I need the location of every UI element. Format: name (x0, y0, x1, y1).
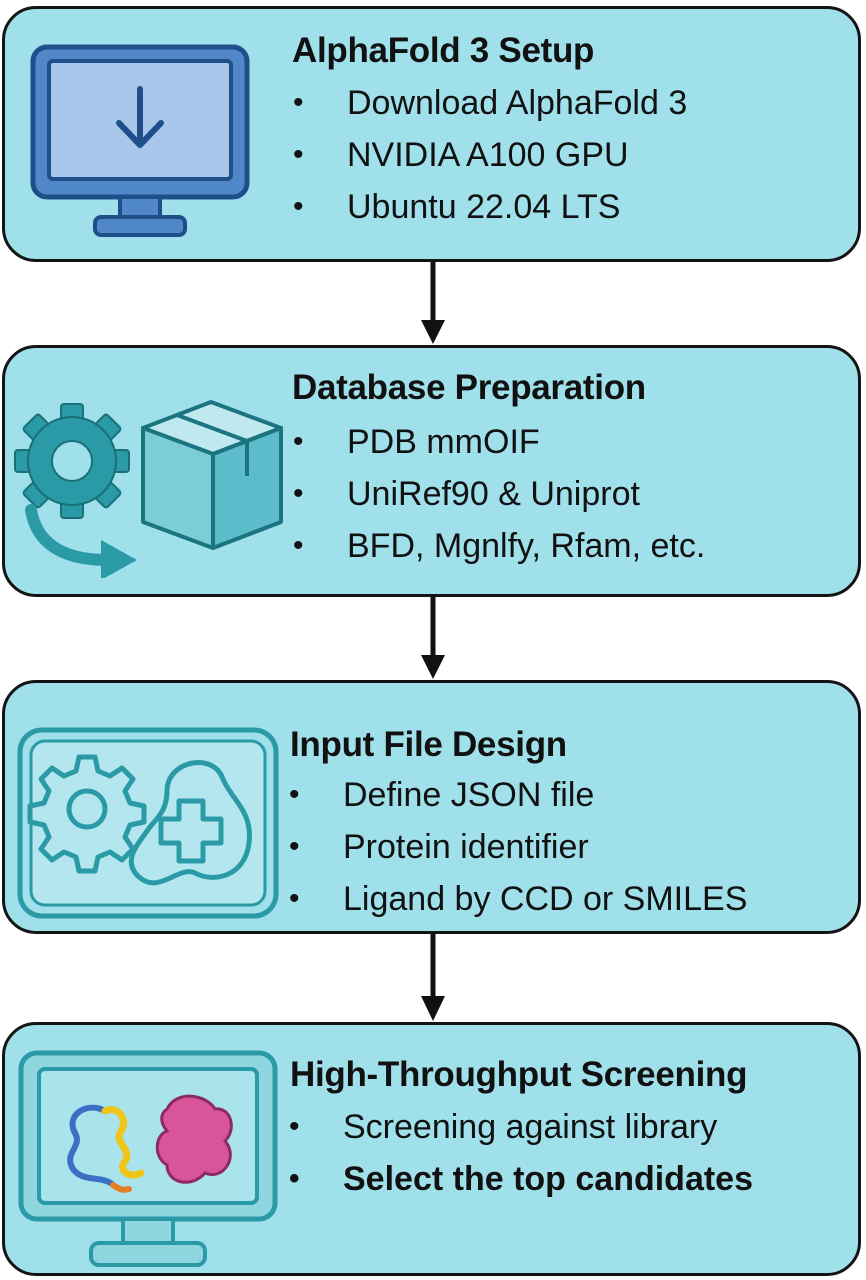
list-item: Ubuntu 22.04 LTS (293, 181, 687, 233)
stage-title: Database Preparation (292, 368, 646, 407)
bullet-list: Screening against library Select the top… (289, 1101, 753, 1205)
stage-title: High-Throughput Screening (290, 1055, 748, 1094)
list-item: NVIDIA A100 GPU (293, 129, 687, 181)
bullet-list: PDB mmOIF UniRef90 & Uniprot BFD, Mgnlfy… (293, 416, 705, 572)
flow-arrow (421, 262, 445, 344)
list-item: Select the top candidates (289, 1153, 753, 1205)
list-item: Protein identifier (289, 821, 747, 873)
list-item: BFD, Mgnlfy, Rfam, etc. (293, 520, 705, 572)
list-item: Define JSON file (289, 769, 747, 821)
stage-input-file-design: Input File Design Define JSON file Prote… (2, 680, 861, 934)
bullet-list: Define JSON file Protein identifier Liga… (289, 769, 747, 925)
list-item: Screening against library (289, 1101, 753, 1153)
stage-title: AlphaFold 3 Setup (292, 31, 595, 70)
stage-title: Input File Design (290, 725, 567, 764)
flow-arrow (421, 597, 445, 679)
stage-high-throughput-screening: High-Throughput Screening Screening agai… (2, 1022, 861, 1276)
monitor-protein-icon (18, 1050, 278, 1267)
stage-alphafold-setup: AlphaFold 3 Setup Download AlphaFold 3 N… (2, 6, 861, 262)
list-item: Ligand by CCD or SMILES (289, 873, 747, 925)
list-item: PDB mmOIF (293, 416, 705, 468)
gear-molecule-icon (17, 727, 279, 919)
list-item: UniRef90 & Uniprot (293, 468, 705, 520)
stage-database-preparation: Database Preparation PDB mmOIF UniRef90 … (2, 345, 861, 597)
monitor-download-icon (30, 44, 250, 237)
list-item: Download AlphaFold 3 (293, 77, 687, 129)
bullet-list: Download AlphaFold 3 NVIDIA A100 GPU Ubu… (293, 77, 687, 233)
gear-box-icon (14, 400, 283, 578)
flow-arrow (421, 934, 445, 1021)
